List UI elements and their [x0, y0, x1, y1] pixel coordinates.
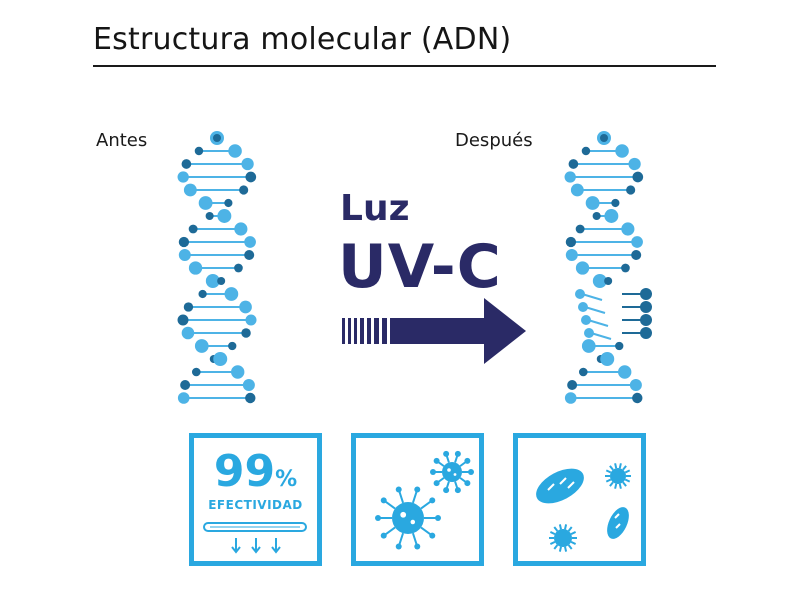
label-after: Después [455, 130, 533, 151]
efficacy-panel: 99% EFECTIVIDAD [189, 433, 322, 566]
virus-icon [375, 450, 474, 550]
light-label: Luz [340, 188, 410, 229]
arrow-right-icon [342, 298, 526, 364]
bacteria-panel [513, 433, 646, 566]
efficacy-value: 99% [213, 446, 298, 497]
title-divider [93, 65, 716, 67]
dna-helix-after-icon [564, 131, 652, 404]
uvc-label: UV-C [338, 232, 502, 302]
page-title: Estructura molecular (ADN) [93, 22, 512, 57]
dna-helix-before-icon [177, 131, 257, 404]
uv-lamp-icon [203, 522, 307, 554]
label-before: Antes [96, 130, 148, 151]
virus-panel [351, 433, 484, 566]
efficacy-caption: EFECTIVIDAD [208, 498, 303, 512]
bacteria-icon [536, 463, 631, 552]
